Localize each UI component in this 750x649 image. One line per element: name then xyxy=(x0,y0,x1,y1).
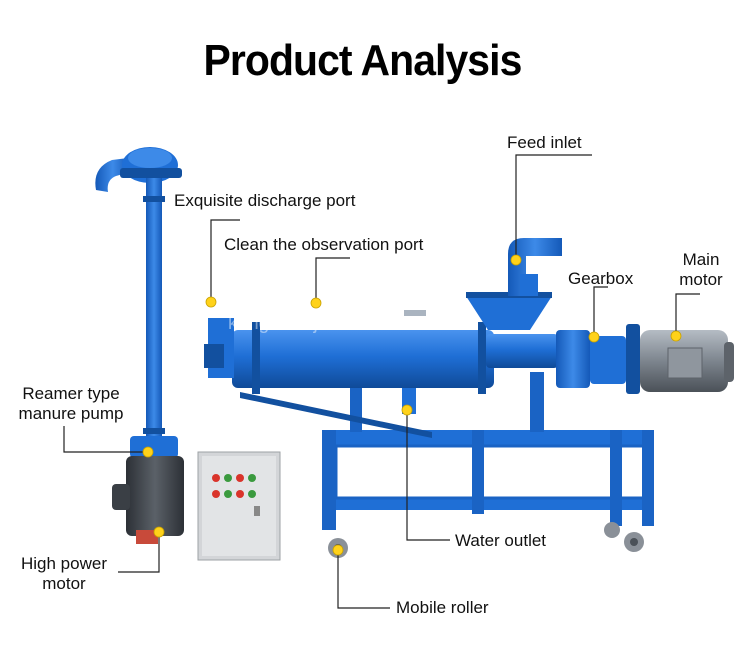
label-reamer-pump-line2: manure pump xyxy=(18,404,124,423)
leader-mobile-roller xyxy=(337,550,390,609)
label-observation-port: Clean the observation port xyxy=(224,235,424,254)
label-reamer-pump-line1: Reamer type xyxy=(22,384,120,403)
reamer-pump xyxy=(95,147,184,544)
separator-machine xyxy=(204,238,734,558)
label-water-outlet: Water outlet xyxy=(455,531,547,550)
label-high-power-motor: High power motor xyxy=(10,554,118,594)
watermark: kangxinkeji.com xyxy=(228,313,364,334)
leader-lines xyxy=(63,154,700,609)
marker-mobile-roller xyxy=(332,544,344,556)
leader-gearbox xyxy=(593,286,608,337)
marker-discharge-port xyxy=(205,296,217,308)
label-reamer-pump: Reamer type manure pump xyxy=(6,384,136,424)
label-main-motor-line1: Main xyxy=(682,250,720,269)
label-mobile-roller: Mobile roller xyxy=(396,598,489,617)
page-title: Product Analysis xyxy=(203,36,523,85)
leader-reamer-pump xyxy=(63,426,148,453)
marker-reamer-pump xyxy=(142,446,154,458)
leader-main-motor xyxy=(675,293,700,336)
label-high-power-motor-line2: motor xyxy=(42,574,86,593)
control-cabinet xyxy=(197,451,281,561)
label-feed-inlet: Feed inlet xyxy=(507,133,582,152)
marker-water-outlet xyxy=(401,404,413,416)
marker-main-motor xyxy=(670,330,682,342)
label-discharge-port: Exquisite discharge port xyxy=(174,191,356,210)
leader-discharge-port xyxy=(210,219,240,302)
marker-high-power-motor xyxy=(153,526,165,538)
label-main-motor-line2: motor xyxy=(679,270,723,289)
label-high-power-motor-line1: High power xyxy=(21,554,107,573)
marker-observation-port xyxy=(310,297,322,309)
leader-feed-inlet xyxy=(515,154,592,260)
leader-high-power-motor xyxy=(118,532,160,573)
label-gearbox: Gearbox xyxy=(568,269,634,288)
leader-observation-port xyxy=(315,257,350,303)
callout-markers xyxy=(142,254,682,556)
marker-gearbox xyxy=(588,331,600,343)
marker-feed-inlet xyxy=(510,254,522,266)
leader-water-outlet xyxy=(406,410,450,541)
label-main-motor: Main motor xyxy=(672,250,730,290)
